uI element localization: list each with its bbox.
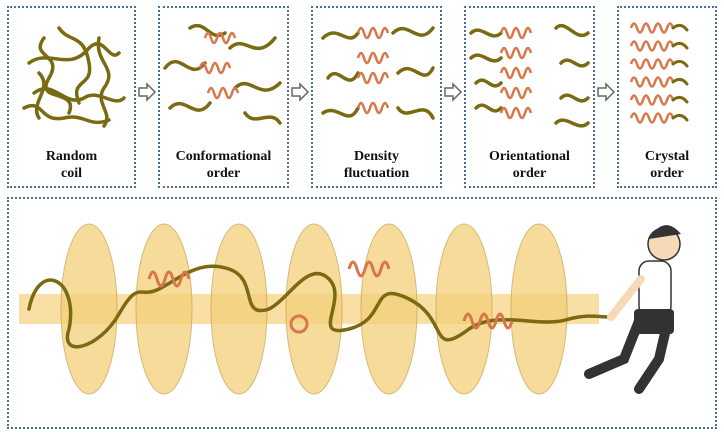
conformational-order-illustration xyxy=(163,24,282,125)
stage-label-line1: Random xyxy=(45,149,98,164)
density-fluctuation-illustration xyxy=(321,26,435,120)
stage-label-line2: coil xyxy=(61,166,82,181)
stretching-person-illustration xyxy=(584,225,681,394)
stage-label-line1: Crystal xyxy=(644,149,690,164)
stage-label-line2: order xyxy=(650,166,684,181)
stretched-chain-illustration xyxy=(19,223,681,395)
panel-random-coil: Random coil xyxy=(7,6,136,188)
panel-orientational-order: Orientational order xyxy=(464,6,595,188)
crystal-order-illustration xyxy=(629,22,689,124)
stage-label-line1: Conformational xyxy=(175,149,272,164)
panel-conformational-order: Conformational order xyxy=(158,6,289,188)
stage-label-line1: Density xyxy=(353,149,400,164)
stage-label-line2: order xyxy=(512,166,547,181)
stage-label-line2: order xyxy=(206,166,241,181)
stage-label-line2: fluctuation xyxy=(343,166,410,181)
random-coil-illustration xyxy=(22,26,126,128)
panel-crystal-order: Crystal order xyxy=(617,6,717,188)
orientational-order-illustration xyxy=(469,24,590,128)
stage-label-line1: Orientational xyxy=(489,149,570,164)
panel-density-fluctuation: Density fluctuation xyxy=(311,6,442,188)
panel-stretching-illustration xyxy=(7,197,717,429)
